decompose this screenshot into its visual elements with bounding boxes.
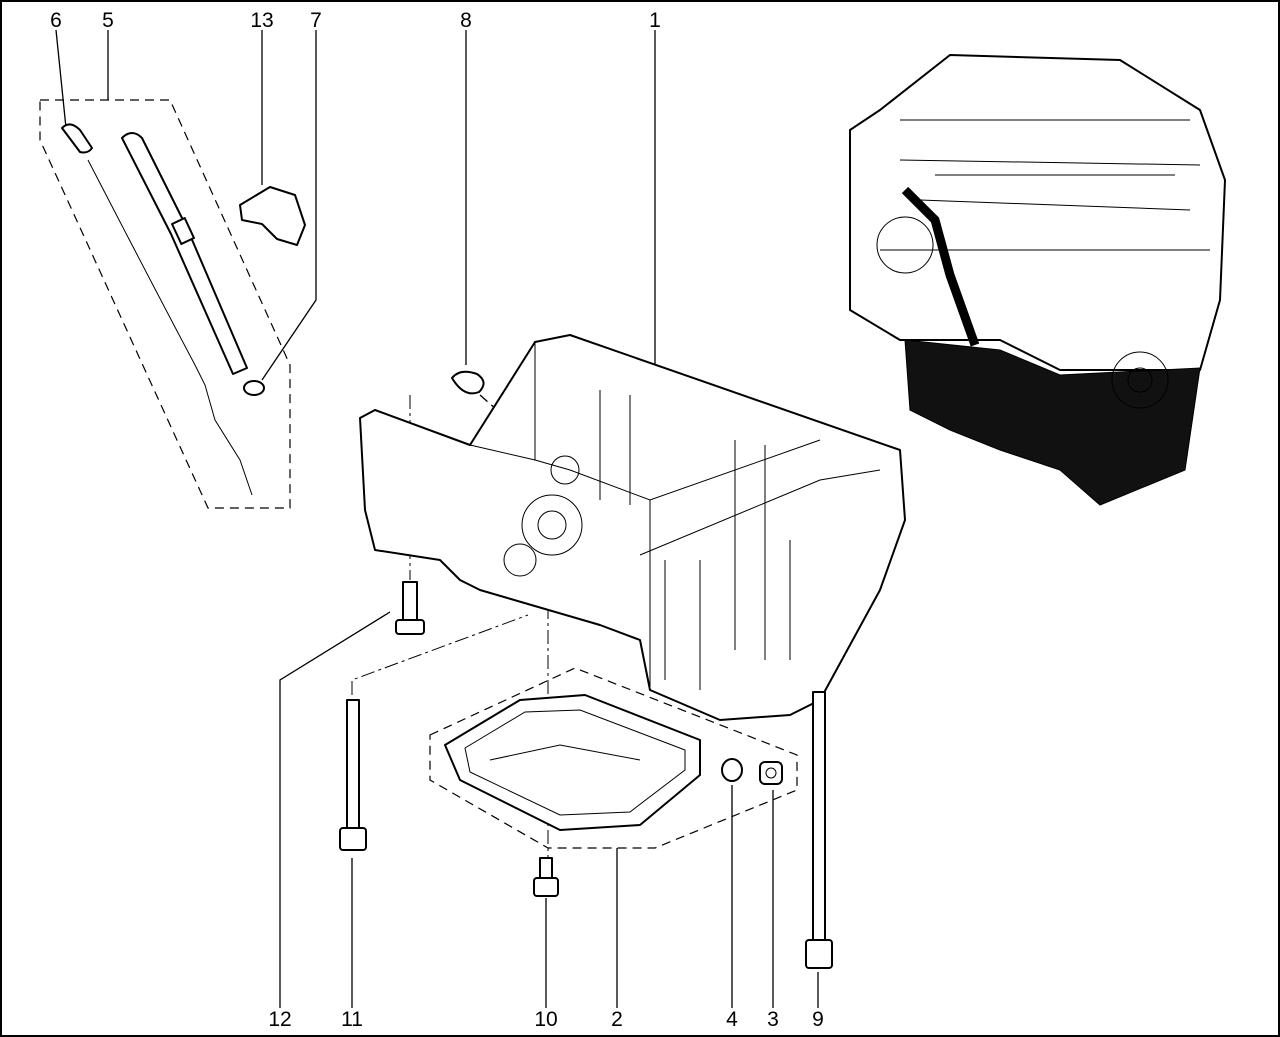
oil-pan: [444, 694, 701, 831]
engine-reference-view: [849, 54, 1226, 506]
bolt-11: [339, 699, 367, 851]
callout-13: 13: [250, 9, 273, 32]
callout-2: 2: [611, 1008, 623, 1031]
callouts-top: 6 5 13 7 8 1: [50, 9, 661, 32]
dipstick-tube: [121, 132, 248, 375]
bolt-10: [533, 857, 559, 897]
callout-11: 11: [341, 1008, 363, 1031]
callout-1: 1: [649, 9, 661, 32]
leader-lines: [55, 29, 819, 1008]
callout-7: 7: [310, 9, 322, 32]
oil-pan-assembly-enclosure: [429, 667, 798, 849]
dipstick-assembly-enclosure: [39, 99, 291, 509]
callout-10: 10: [534, 1008, 557, 1031]
gasket-seal: [451, 370, 485, 395]
bolt-9: [805, 691, 833, 969]
retaining-clip: [239, 186, 306, 246]
bolt-12: [395, 581, 425, 635]
callout-12: 12: [268, 1008, 291, 1031]
callout-3: 3: [767, 1008, 779, 1031]
callout-4: 4: [726, 1008, 738, 1031]
callouts-bottom: 12 11 10 2 4 3 9: [268, 1008, 824, 1031]
drain-plug: [759, 761, 783, 785]
callout-9: 9: [812, 1008, 824, 1031]
callout-8: 8: [460, 9, 472, 32]
lower-crankcase: [359, 334, 906, 721]
drain-plug-washer: [721, 758, 743, 782]
oil-dipstick: [61, 123, 253, 496]
callout-5: 5: [102, 9, 114, 32]
o-ring-seal: [243, 380, 265, 396]
callout-6: 6: [50, 9, 62, 32]
